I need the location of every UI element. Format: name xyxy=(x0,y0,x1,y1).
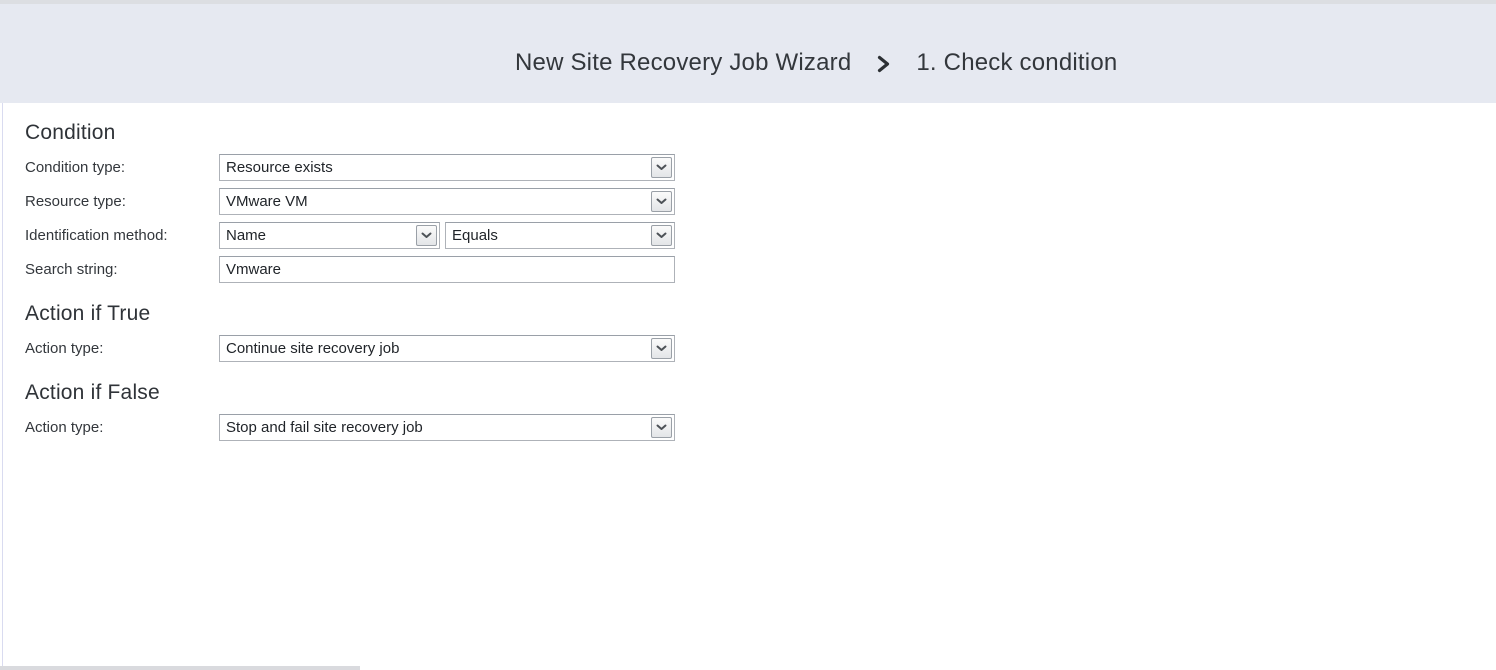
resource-type-row: Resource type: VMware VM xyxy=(25,188,675,215)
wizard-breadcrumb: New Site Recovery Job Wizard 1. Check co… xyxy=(515,49,1117,77)
section-heading-condition: Condition xyxy=(25,121,116,144)
identification-method-select[interactable]: Name xyxy=(219,222,440,249)
action-if-false-type-label: Action type: xyxy=(25,419,104,436)
action-if-false-type-select[interactable]: Stop and fail site recovery job xyxy=(219,414,675,441)
action-if-true-type-row: Action type: Continue site recovery job xyxy=(25,335,675,362)
action-if-false-dropdown-button[interactable] xyxy=(651,417,672,438)
identification-method-label: Identification method: xyxy=(25,227,168,244)
window-left-edge xyxy=(2,103,3,670)
condition-type-row: Condition type: Resource exists xyxy=(25,154,675,181)
chevron-down-icon xyxy=(656,198,667,204)
resource-type-value: VMware VM xyxy=(226,193,308,210)
action-if-true-dropdown-button[interactable] xyxy=(651,338,672,359)
resource-type-dropdown-button[interactable] xyxy=(651,191,672,212)
condition-type-value: Resource exists xyxy=(226,159,333,176)
chevron-right-icon xyxy=(877,55,890,73)
comparison-operator-select[interactable]: Equals xyxy=(445,222,675,249)
identification-method-dropdown-button[interactable] xyxy=(416,225,437,246)
comparison-operator-dropdown-button[interactable] xyxy=(651,225,672,246)
chevron-down-icon xyxy=(656,424,667,430)
window-top-edge xyxy=(0,0,1496,4)
condition-type-label: Condition type: xyxy=(25,159,126,176)
search-string-input[interactable] xyxy=(219,256,675,283)
condition-type-dropdown-button[interactable] xyxy=(651,157,672,178)
wizard-step-title: 1. Check condition xyxy=(916,49,1118,76)
action-if-false-type-row: Action type: Stop and fail site recovery… xyxy=(25,414,675,441)
chevron-down-icon xyxy=(656,232,667,238)
section-heading-action-if-false: Action if False xyxy=(25,381,160,404)
wizard-title: New Site Recovery Job Wizard xyxy=(515,49,852,76)
wizard-content: Condition Condition type: Resource exist… xyxy=(0,103,1496,670)
action-if-false-type-value: Stop and fail site recovery job xyxy=(226,419,423,436)
section-heading-action-if-true: Action if True xyxy=(25,302,151,325)
action-if-true-type-select[interactable]: Continue site recovery job xyxy=(219,335,675,362)
comparison-operator-value: Equals xyxy=(452,227,498,244)
window-bottom-edge xyxy=(0,666,360,670)
identification-method-value: Name xyxy=(226,227,267,244)
resource-type-select[interactable]: VMware VM xyxy=(219,188,675,215)
resource-type-label: Resource type: xyxy=(25,193,126,210)
chevron-down-icon xyxy=(656,345,667,351)
search-string-row: Search string: xyxy=(25,256,675,283)
action-if-true-type-value: Continue site recovery job xyxy=(226,340,400,357)
chevron-down-icon xyxy=(421,232,432,238)
identification-method-row: Identification method: Name Equals xyxy=(25,222,675,249)
search-string-label: Search string: xyxy=(25,261,118,278)
condition-type-select[interactable]: Resource exists xyxy=(219,154,675,181)
wizard-header: New Site Recovery Job Wizard 1. Check co… xyxy=(0,4,1496,103)
chevron-down-icon xyxy=(656,164,667,170)
action-if-true-type-label: Action type: xyxy=(25,340,104,357)
